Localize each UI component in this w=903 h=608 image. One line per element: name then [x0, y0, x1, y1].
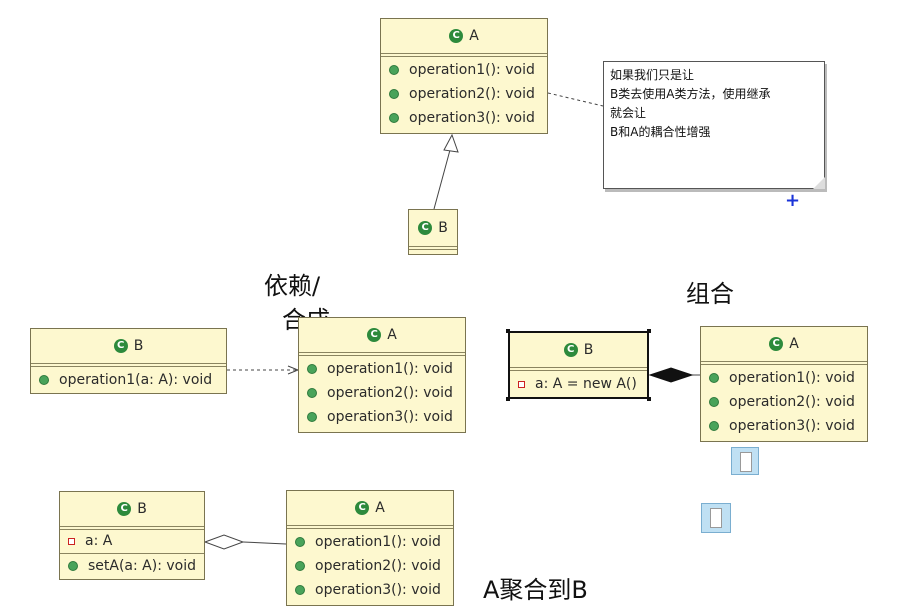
- class-a-composition[interactable]: C A operation1(): void operation2(): voi…: [700, 326, 868, 442]
- field-row[interactable]: a: A: [60, 531, 204, 551]
- class-header: C A: [381, 19, 547, 57]
- image-icon[interactable]: [701, 503, 731, 533]
- generalization-line: [433, 149, 451, 210]
- class-name: B: [133, 338, 144, 354]
- public-method-icon: [709, 421, 719, 431]
- selection-handle[interactable]: [647, 329, 651, 333]
- note-line: 就会让: [610, 106, 647, 120]
- note-line: B类去使用A类方法，使用继承: [610, 87, 771, 101]
- method-row[interactable]: operation3(): void: [299, 405, 465, 429]
- methods-section: operation1(): void operation2(): void op…: [701, 362, 867, 438]
- class-header: C A: [299, 318, 465, 356]
- class-icon: C: [449, 29, 464, 43]
- private-field-icon: [68, 537, 75, 545]
- field-row[interactable]: a: A = new A(): [510, 372, 647, 396]
- class-b-top[interactable]: C B: [408, 209, 458, 255]
- method-row[interactable]: operation3(): void: [701, 414, 867, 438]
- method-row[interactable]: operation2(): void: [381, 82, 547, 106]
- note-anchor-line: [547, 92, 604, 107]
- generalization-arrowhead: [443, 133, 459, 153]
- public-method-icon: [389, 113, 399, 123]
- method-row[interactable]: operation1(): void: [701, 366, 867, 390]
- public-method-icon: [295, 561, 305, 571]
- note-line: B和A的耦合性增强: [610, 125, 711, 139]
- method-row[interactable]: operation2(): void: [299, 381, 465, 405]
- method-row[interactable]: setA(a: A): void: [60, 554, 204, 578]
- class-name: B: [438, 220, 448, 236]
- class-header: C B: [510, 333, 647, 371]
- method-row[interactable]: operation2(): void: [287, 554, 453, 578]
- class-header: C B: [31, 329, 226, 367]
- class-icon: C: [113, 339, 128, 353]
- class-b-composition[interactable]: C B a: A = new A(): [508, 331, 649, 399]
- public-method-icon: [39, 375, 49, 385]
- class-icon: C: [563, 343, 578, 357]
- public-method-icon: [389, 89, 399, 99]
- public-method-icon: [68, 561, 78, 571]
- private-field-icon: [518, 380, 525, 388]
- class-a-top[interactable]: C A operation1(): void operation2(): voi…: [380, 18, 548, 134]
- class-a-aggregation[interactable]: C A operation1(): void operation2(): voi…: [286, 490, 454, 606]
- public-method-icon: [709, 373, 719, 383]
- methods-section: operation1(a: A): void: [31, 364, 226, 392]
- add-plus-icon[interactable]: +: [785, 190, 801, 211]
- class-icon: C: [117, 502, 132, 516]
- selection-handle[interactable]: [647, 397, 651, 401]
- methods-section: setA(a: A): void: [60, 554, 204, 578]
- class-b-aggregation[interactable]: C B a: A setA(a: A): void: [59, 491, 205, 580]
- class-header: C A: [287, 491, 453, 529]
- method-row[interactable]: operation3(): void: [287, 578, 453, 602]
- composition-diamond: [648, 367, 694, 383]
- method-row[interactable]: operation1(): void: [287, 530, 453, 554]
- method-row[interactable]: operation2(): void: [701, 390, 867, 414]
- method-row[interactable]: operation3(): void: [381, 106, 547, 130]
- class-icon: C: [418, 221, 433, 235]
- aggregation-diamond: [203, 534, 245, 550]
- fields-section: a: A: [60, 527, 204, 554]
- selection-handle[interactable]: [506, 397, 510, 401]
- methods-section: operation1(): void operation2(): void op…: [381, 54, 547, 130]
- class-header: C B: [409, 210, 457, 250]
- methods-section: operation1(): void operation2(): void op…: [287, 526, 453, 602]
- methods-section: operation1(): void operation2(): void op…: [299, 353, 465, 429]
- class-name: A: [387, 327, 397, 343]
- public-method-icon: [307, 364, 317, 374]
- fields-section: a: A = new A(): [510, 368, 647, 396]
- class-icon: C: [367, 328, 382, 342]
- class-header: C B: [60, 492, 204, 530]
- dependency-label-line1: 依赖/: [264, 272, 321, 300]
- class-b-dependency[interactable]: C B operation1(a: A): void: [30, 328, 227, 394]
- public-method-icon: [307, 412, 317, 422]
- public-method-icon: [389, 65, 399, 75]
- class-name: A: [375, 500, 385, 516]
- class-a-dependency[interactable]: C A operation1(): void operation2(): voi…: [298, 317, 466, 433]
- composition-label: 组合: [686, 280, 734, 308]
- class-name: A: [789, 336, 799, 352]
- note-fold: [813, 177, 825, 189]
- method-row[interactable]: operation1(a: A): void: [31, 368, 226, 392]
- class-name: A: [469, 28, 479, 44]
- public-method-icon: [295, 537, 305, 547]
- public-method-icon: [709, 397, 719, 407]
- class-name: B: [583, 342, 594, 358]
- class-icon: C: [355, 501, 370, 515]
- class-header: C A: [701, 327, 867, 365]
- aggregation-label: A聚合到B: [483, 576, 588, 604]
- public-method-icon: [295, 585, 305, 595]
- public-method-icon: [307, 388, 317, 398]
- note-line: 如果我们只是让: [610, 68, 695, 82]
- method-row[interactable]: operation1(): void: [299, 357, 465, 381]
- method-row[interactable]: operation1(): void: [381, 58, 547, 82]
- class-icon: C: [769, 337, 784, 351]
- note-box[interactable]: 如果我们只是让 B类去使用A类方法，使用继承 就会让 B和A的耦合性增强: [603, 61, 825, 189]
- image-icon[interactable]: [731, 447, 759, 475]
- aggregation-line: [242, 541, 287, 545]
- class-name: B: [137, 501, 147, 517]
